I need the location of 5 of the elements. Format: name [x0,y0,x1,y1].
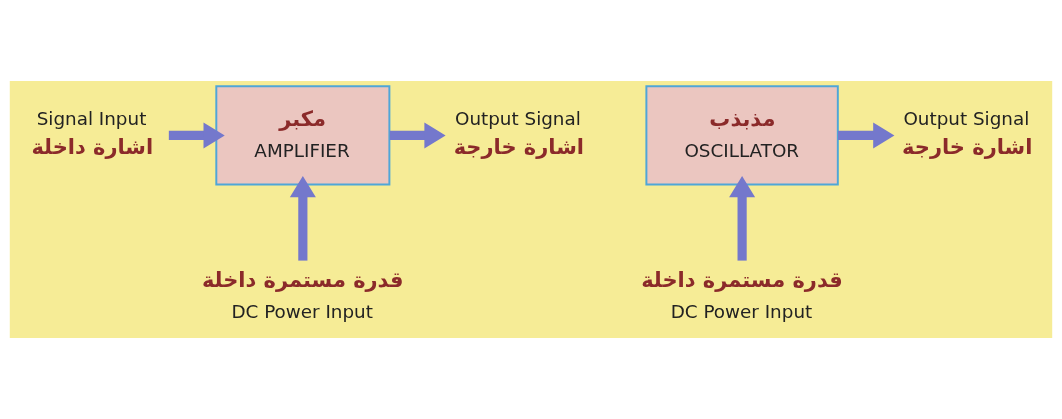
arrow [168,122,225,149]
arrow [729,175,756,261]
arrow [389,122,446,149]
arrow [289,175,316,261]
arrow [838,122,895,149]
